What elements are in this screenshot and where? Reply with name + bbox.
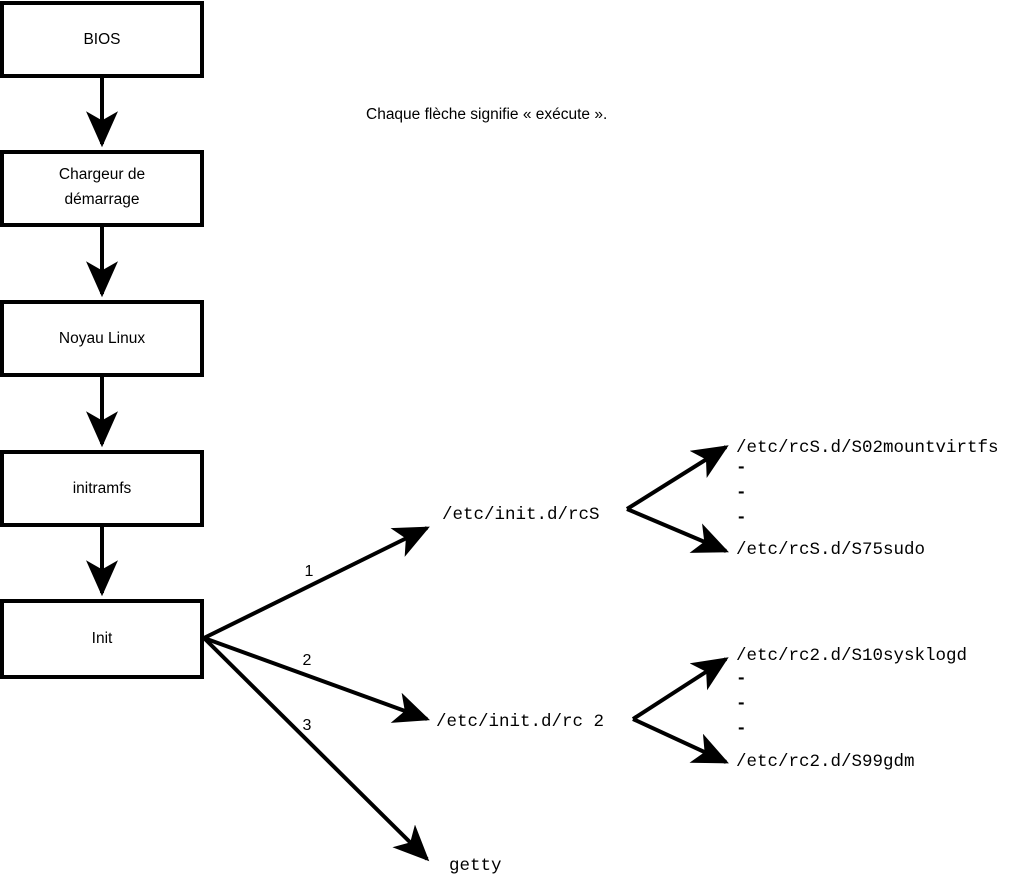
stage-box-kernel-label: Noyau Linux: [59, 330, 145, 347]
stage-box-initramfs: initramfs: [0, 450, 204, 527]
stage-box-bootloader-label-line1: Chargeur de: [59, 166, 145, 183]
rc2-script-first: /etc/rc2.d/S10sysklogd: [736, 646, 967, 666]
arrow-rc2-to-first-script: [631, 657, 729, 721]
stage-box-bios-label: BIOS: [83, 31, 120, 48]
edge-number-1: 1: [305, 563, 314, 580]
stage-box-initramfs-label: initramfs: [73, 480, 132, 497]
stage-box-bios: BIOS: [0, 1, 204, 78]
diagram-caption: Chaque flèche signifie « exécute ».: [366, 106, 607, 123]
arrow-rcs-to-last-script: [626, 507, 729, 553]
branch-label-rc2: /etc/init.d/rc 2: [436, 712, 604, 732]
stage-box-kernel: Noyau Linux: [0, 300, 204, 377]
rcs-script-first: /etc/rcS.d/S02mountvirtfs: [736, 438, 999, 458]
rcs-script-last: /etc/rcS.d/S75sudo: [736, 540, 925, 560]
stage-box-init-rect: [0, 599, 204, 679]
stage-box-init: Init: [0, 599, 204, 679]
branch-label-getty: getty: [449, 856, 502, 875]
arrow-init-to-getty: [202, 636, 430, 862]
stage-box-bootloader-label-line2: démarrage: [65, 191, 140, 208]
arrow-rc2-to-last-script: [632, 717, 729, 764]
stage-box-bootloader-rect: [0, 150, 204, 227]
rcs-ellipsis-dash-2: -: [736, 483, 747, 503]
rcs-ellipsis-dash-1: -: [736, 458, 747, 478]
arrow-init-to-rcs: [203, 526, 430, 640]
rcs-ellipsis-dash-3: -: [736, 508, 747, 528]
stage-box-init-label: Init: [92, 630, 113, 647]
rc2-script-last: /etc/rc2.d/S99gdm: [736, 752, 915, 772]
arrow-rcs-to-first-script: [625, 445, 729, 511]
stage-box-bios-rect: [0, 1, 204, 78]
rc2-ellipsis-dash-3: -: [736, 719, 747, 739]
rc2-ellipsis-dash-2: -: [736, 694, 747, 714]
stage-box-bootloader: Chargeur de démarrage: [0, 150, 204, 227]
branch-label-rcs: /etc/init.d/rcS: [442, 505, 600, 525]
edge-number-3: 3: [303, 717, 312, 734]
rc2-ellipsis-dash-1: -: [736, 669, 747, 689]
edge-number-2: 2: [303, 652, 312, 669]
arrow-init-to-rc2: [203, 636, 431, 723]
